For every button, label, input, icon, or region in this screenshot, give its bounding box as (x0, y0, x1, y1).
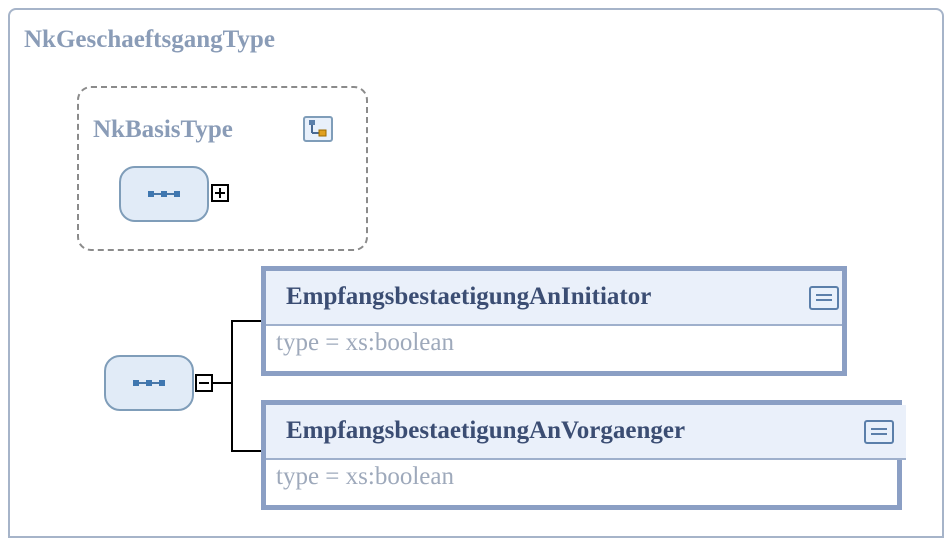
element-type: type = xs:boolean (276, 463, 454, 490)
element-type: type = xs:boolean (276, 329, 454, 356)
element-name: EmpfangsbestaetigungAnInitiator (286, 283, 652, 310)
sequence-compositor[interactable] (104, 355, 194, 411)
expand-toggle[interactable] (211, 184, 229, 202)
plus-icon (215, 188, 225, 198)
documentation-icon[interactable] (809, 286, 839, 310)
element-header: EmpfangsbestaetigungAnInitiator (266, 271, 842, 326)
connector-trunk (231, 320, 233, 452)
connector-branch (231, 320, 261, 322)
element-header: EmpfangsbestaetigungAnVorgaenger (266, 405, 906, 460)
sequence-icon (148, 191, 180, 197)
sequence-icon (133, 380, 165, 386)
element-box[interactable]: EmpfangsbestaetigungAnInitiator type = x… (261, 266, 847, 376)
base-sequence-compositor[interactable] (119, 166, 209, 222)
type-hierarchy-icon[interactable] (303, 116, 333, 142)
complex-type-title: NkGeschaeftsgangType (24, 26, 275, 53)
base-type-title: NkBasisType (93, 116, 233, 143)
element-name: EmpfangsbestaetigungAnVorgaenger (286, 417, 686, 444)
base-type-container (77, 86, 368, 251)
minus-icon (199, 382, 209, 384)
connector-stub (213, 382, 233, 384)
collapse-toggle[interactable] (195, 374, 213, 392)
connector-branch (231, 450, 261, 452)
element-box[interactable]: EmpfangsbestaetigungAnVorgaenger type = … (261, 400, 906, 510)
documentation-icon[interactable] (864, 420, 894, 444)
